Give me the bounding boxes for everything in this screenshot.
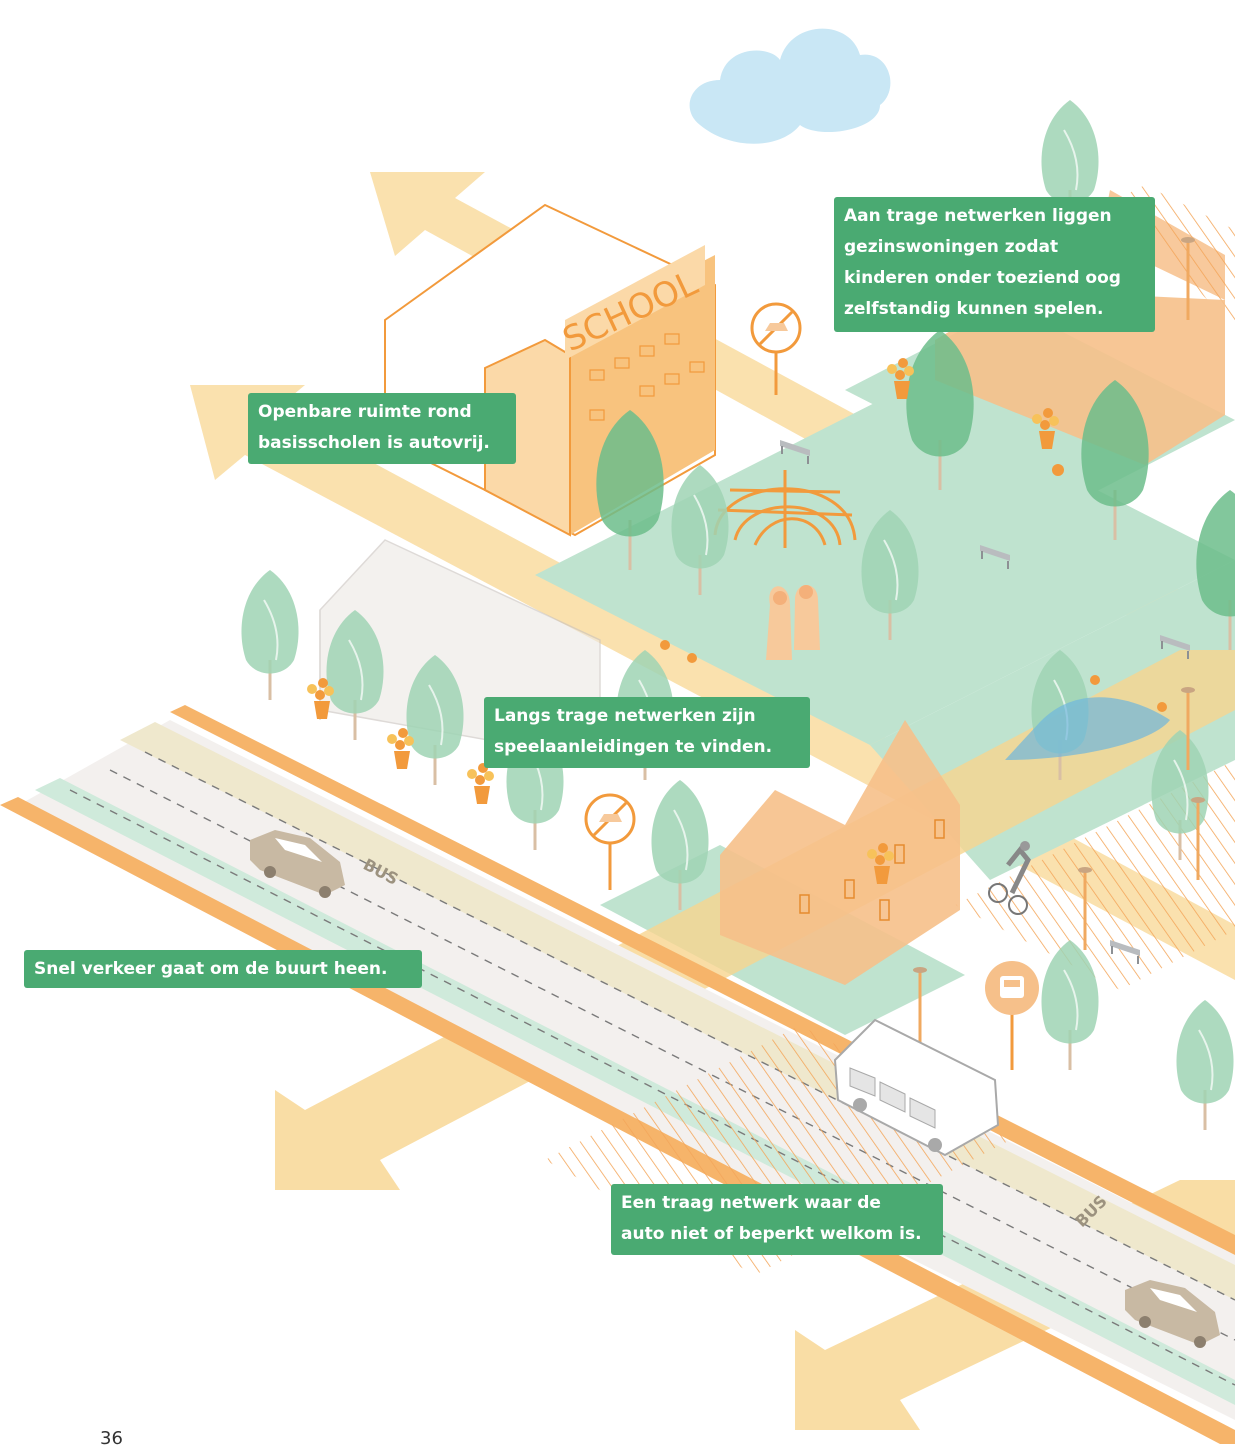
- school-building: SCHOOL: [384, 203, 716, 537]
- callout-autovrij: Openbare ruimte rond basisscholen is aut…: [248, 393, 516, 464]
- no-car-sign-upper: [750, 302, 802, 395]
- cyclist: [988, 841, 1031, 915]
- callout-line: Een traag netwerk waar de: [621, 1193, 881, 1213]
- callout-line: speelaanleidingen te vinden.: [494, 737, 773, 757]
- callout-snel-verkeer: Snel verkeer gaat om de buurt heen.: [24, 950, 422, 988]
- callout-line: Openbare ruimte rond: [258, 402, 472, 422]
- callout-speelaanleidingen: Langs trage netwerken zijn speelaanleidi…: [484, 697, 810, 768]
- bus-stop-sign: [985, 961, 1039, 1070]
- callout-line: basisscholen is autovrij.: [258, 433, 490, 453]
- callout-line: gezinswoningen zodat: [844, 237, 1059, 257]
- page-number: 36: [100, 1428, 123, 1449]
- climbing-dome: [713, 470, 857, 548]
- callout-line: Langs trage netwerken zijn: [494, 706, 756, 726]
- no-car-sign-lower: [584, 793, 636, 890]
- callout-line: kinderen onder toeziend oog: [844, 268, 1121, 288]
- car-right: [1125, 1280, 1220, 1348]
- callout-traag-netwerk: Een traag netwerk waar de auto niet of b…: [611, 1184, 943, 1255]
- orange-house-bottom: [720, 720, 960, 985]
- cloud: [689, 28, 891, 144]
- callout-line: auto niet of beperkt welkom is.: [621, 1224, 922, 1244]
- callout-line: Snel verkeer gaat om de buurt heen.: [34, 959, 388, 979]
- callout-line: zelfstandig kunnen spelen.: [844, 299, 1104, 319]
- people: [660, 464, 1170, 760]
- bus: [833, 1018, 1000, 1157]
- callout-trage-netwerken: Aan trage netwerken liggen gezinswoninge…: [834, 197, 1155, 332]
- callout-line: Aan trage netwerken liggen: [844, 206, 1112, 226]
- car-left: [250, 830, 345, 898]
